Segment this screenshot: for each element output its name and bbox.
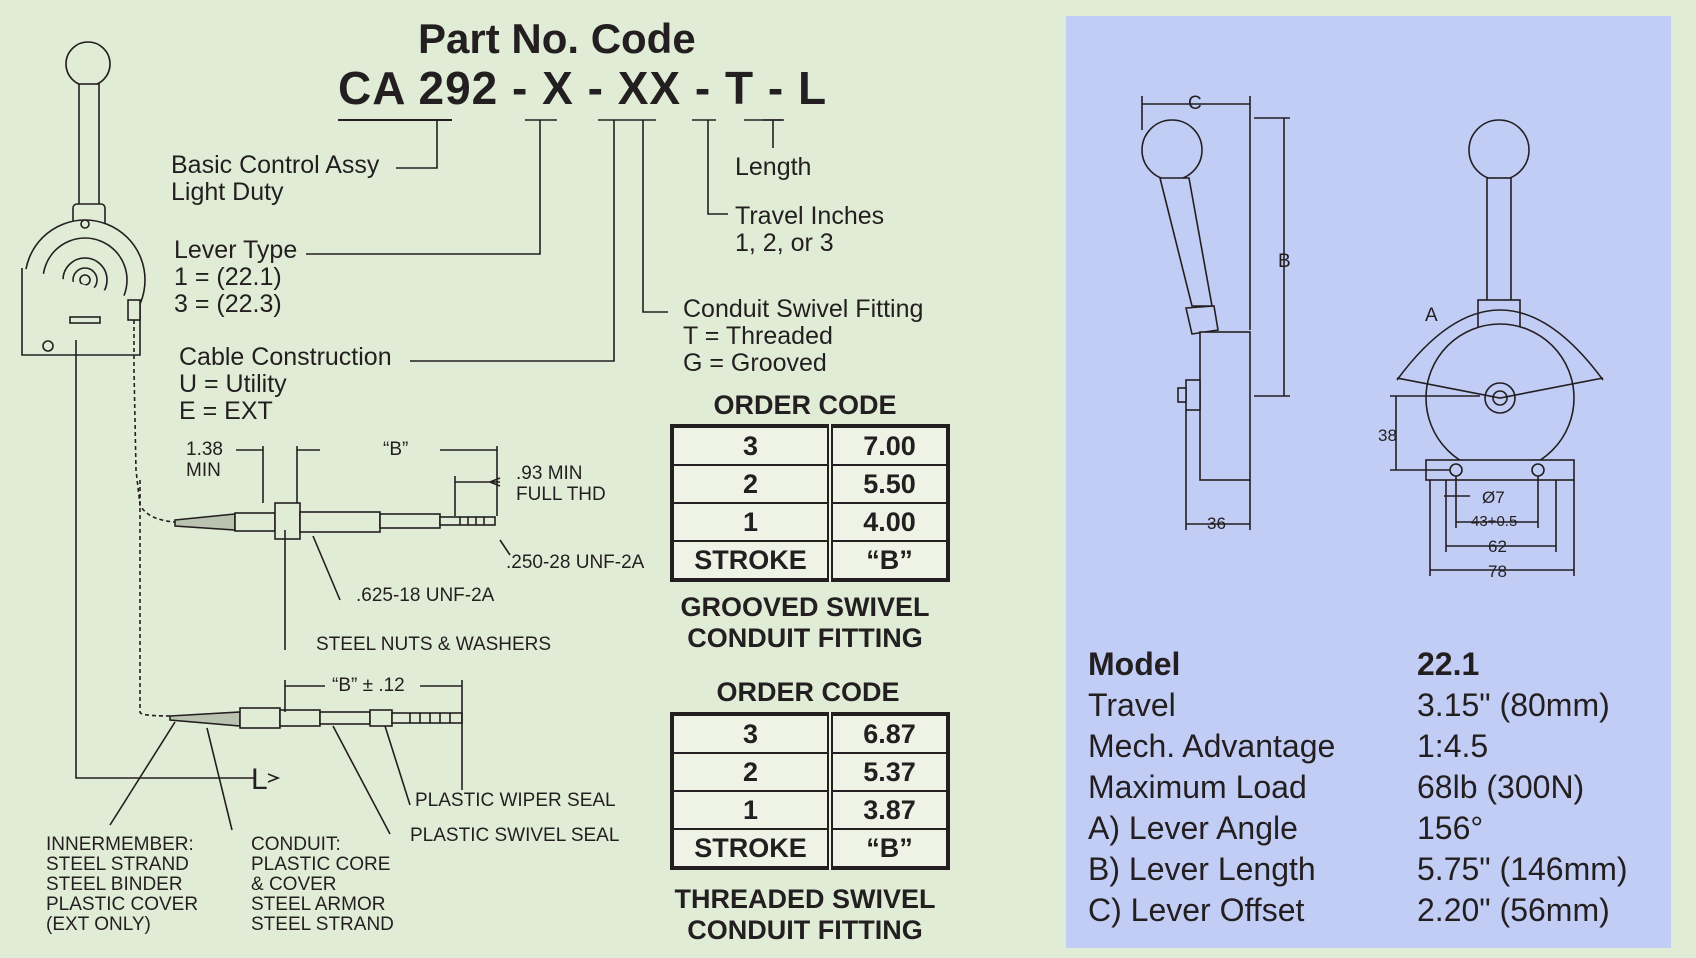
label-innermember: INNERMEMBER: STEEL STRAND STEEL BINDER P… — [46, 834, 199, 935]
dim-38: 38 — [1378, 426, 1397, 445]
code-sep-3: - — [694, 62, 712, 114]
code-leader-lines — [306, 119, 784, 362]
part-code-title: Part No. Code — [418, 15, 696, 62]
front-view — [1425, 119, 1575, 481]
side-dims — [1141, 96, 1290, 530]
code-cable: XX — [617, 62, 682, 114]
spec-travel-value: 3.15" (80mm) — [1417, 687, 1610, 723]
spec-mech-value: 1:4.5 — [1417, 728, 1489, 764]
spec-model-label: Model — [1088, 646, 1181, 682]
code-sep-4: - — [767, 62, 785, 114]
grooved-fitting — [174, 502, 496, 540]
dim-length-L: L — [251, 763, 268, 796]
label-conduit: CONDUIT: PLASTIC CORE & COVER STEEL ARMO… — [251, 834, 394, 935]
table-row: STROKE“B” — [671, 828, 949, 869]
dim-A: A — [1425, 305, 1438, 326]
part-code: CA 292 - X - XX - T - L — [338, 62, 828, 114]
control-head — [21, 41, 146, 356]
callout-travel: Travel Inches 1, 2, or 3 — [735, 202, 885, 257]
label-wiper-seal: PLASTIC WIPER SEAL — [415, 790, 616, 811]
threaded-dims — [109, 680, 463, 835]
dim-43: 43+0.5 — [1471, 513, 1518, 530]
callout-lever: Lever Type 1 = (22.1) 3 = (22.3) — [174, 236, 298, 318]
callout-swivel: Conduit Swivel Fitting T = Threaded G = … — [683, 295, 924, 377]
grooved-dims — [236, 446, 511, 650]
dim-36: 36 — [1207, 514, 1226, 533]
dim-62: 62 — [1488, 537, 1507, 556]
callout-cable: Cable Construction U = Utility E = EXT — [179, 343, 392, 425]
spec-travel-label: Travel — [1088, 687, 1176, 723]
spec-model-value: 22.1 — [1417, 646, 1480, 682]
table-row: STROKE“B” — [671, 540, 949, 581]
side-view — [1141, 119, 1251, 481]
grooved-table-header: ORDER CODE — [713, 390, 897, 420]
spec-length-value: 5.75" (146mm) — [1417, 851, 1628, 887]
dim-b-tolerance: “B” ± .12 — [332, 675, 405, 696]
spec-mech-label: Mech. Advantage — [1088, 728, 1336, 764]
callout-length: Length — [735, 153, 812, 181]
spec-length-label: B) Lever Length — [1088, 851, 1316, 887]
spec-load-label: Maximum Load — [1088, 769, 1307, 805]
dim-min-138: 1.38 MIN — [186, 439, 223, 481]
threaded-caption: THREADED SWIVEL CONDUIT FITTING — [674, 884, 936, 945]
label-steel-nuts: STEEL NUTS & WASHERS — [316, 634, 552, 655]
dim-78: 78 — [1488, 562, 1507, 581]
spec-angle-value: 156° — [1417, 810, 1484, 846]
callout-basic: Basic Control Assy Light Duty — [171, 151, 380, 206]
cable-upper — [133, 320, 176, 523]
label-unf-250: .250-28 UNF-2A — [506, 552, 645, 573]
code-sep-2: - — [587, 62, 604, 114]
dim-hole-7: Ø7 — [1482, 488, 1505, 507]
front-dims — [1390, 309, 1604, 576]
code-lever: X — [542, 62, 574, 114]
spec-offset-label: C) Lever Offset — [1088, 892, 1305, 928]
dim-full-thd: .93 MIN FULL THD — [516, 463, 606, 505]
code-base: CA 292 — [338, 62, 499, 114]
dim-C: C — [1188, 93, 1202, 114]
code-sep-1: - — [512, 62, 529, 114]
code-length: L — [798, 62, 828, 114]
code-travel: T — [725, 62, 755, 114]
spec-offset-value: 2.20" (56mm) — [1417, 892, 1610, 928]
spec-load-value: 68lb (300N) — [1417, 769, 1585, 805]
label-swivel-seal: PLASTIC SWIVEL SEAL — [410, 825, 620, 846]
dim-b: “B” — [383, 439, 409, 460]
length-line — [75, 340, 255, 779]
cable-lower — [139, 480, 171, 717]
threaded-table-header: ORDER CODE — [716, 677, 900, 707]
dim-B: B — [1278, 251, 1291, 272]
spec-angle-label: A) Lever Angle — [1088, 810, 1298, 846]
grooved-caption: GROOVED SWIVEL CONDUIT FITTING — [680, 592, 930, 653]
threaded-fitting — [169, 707, 463, 729]
label-unf-625: .625-18 UNF-2A — [356, 585, 495, 606]
